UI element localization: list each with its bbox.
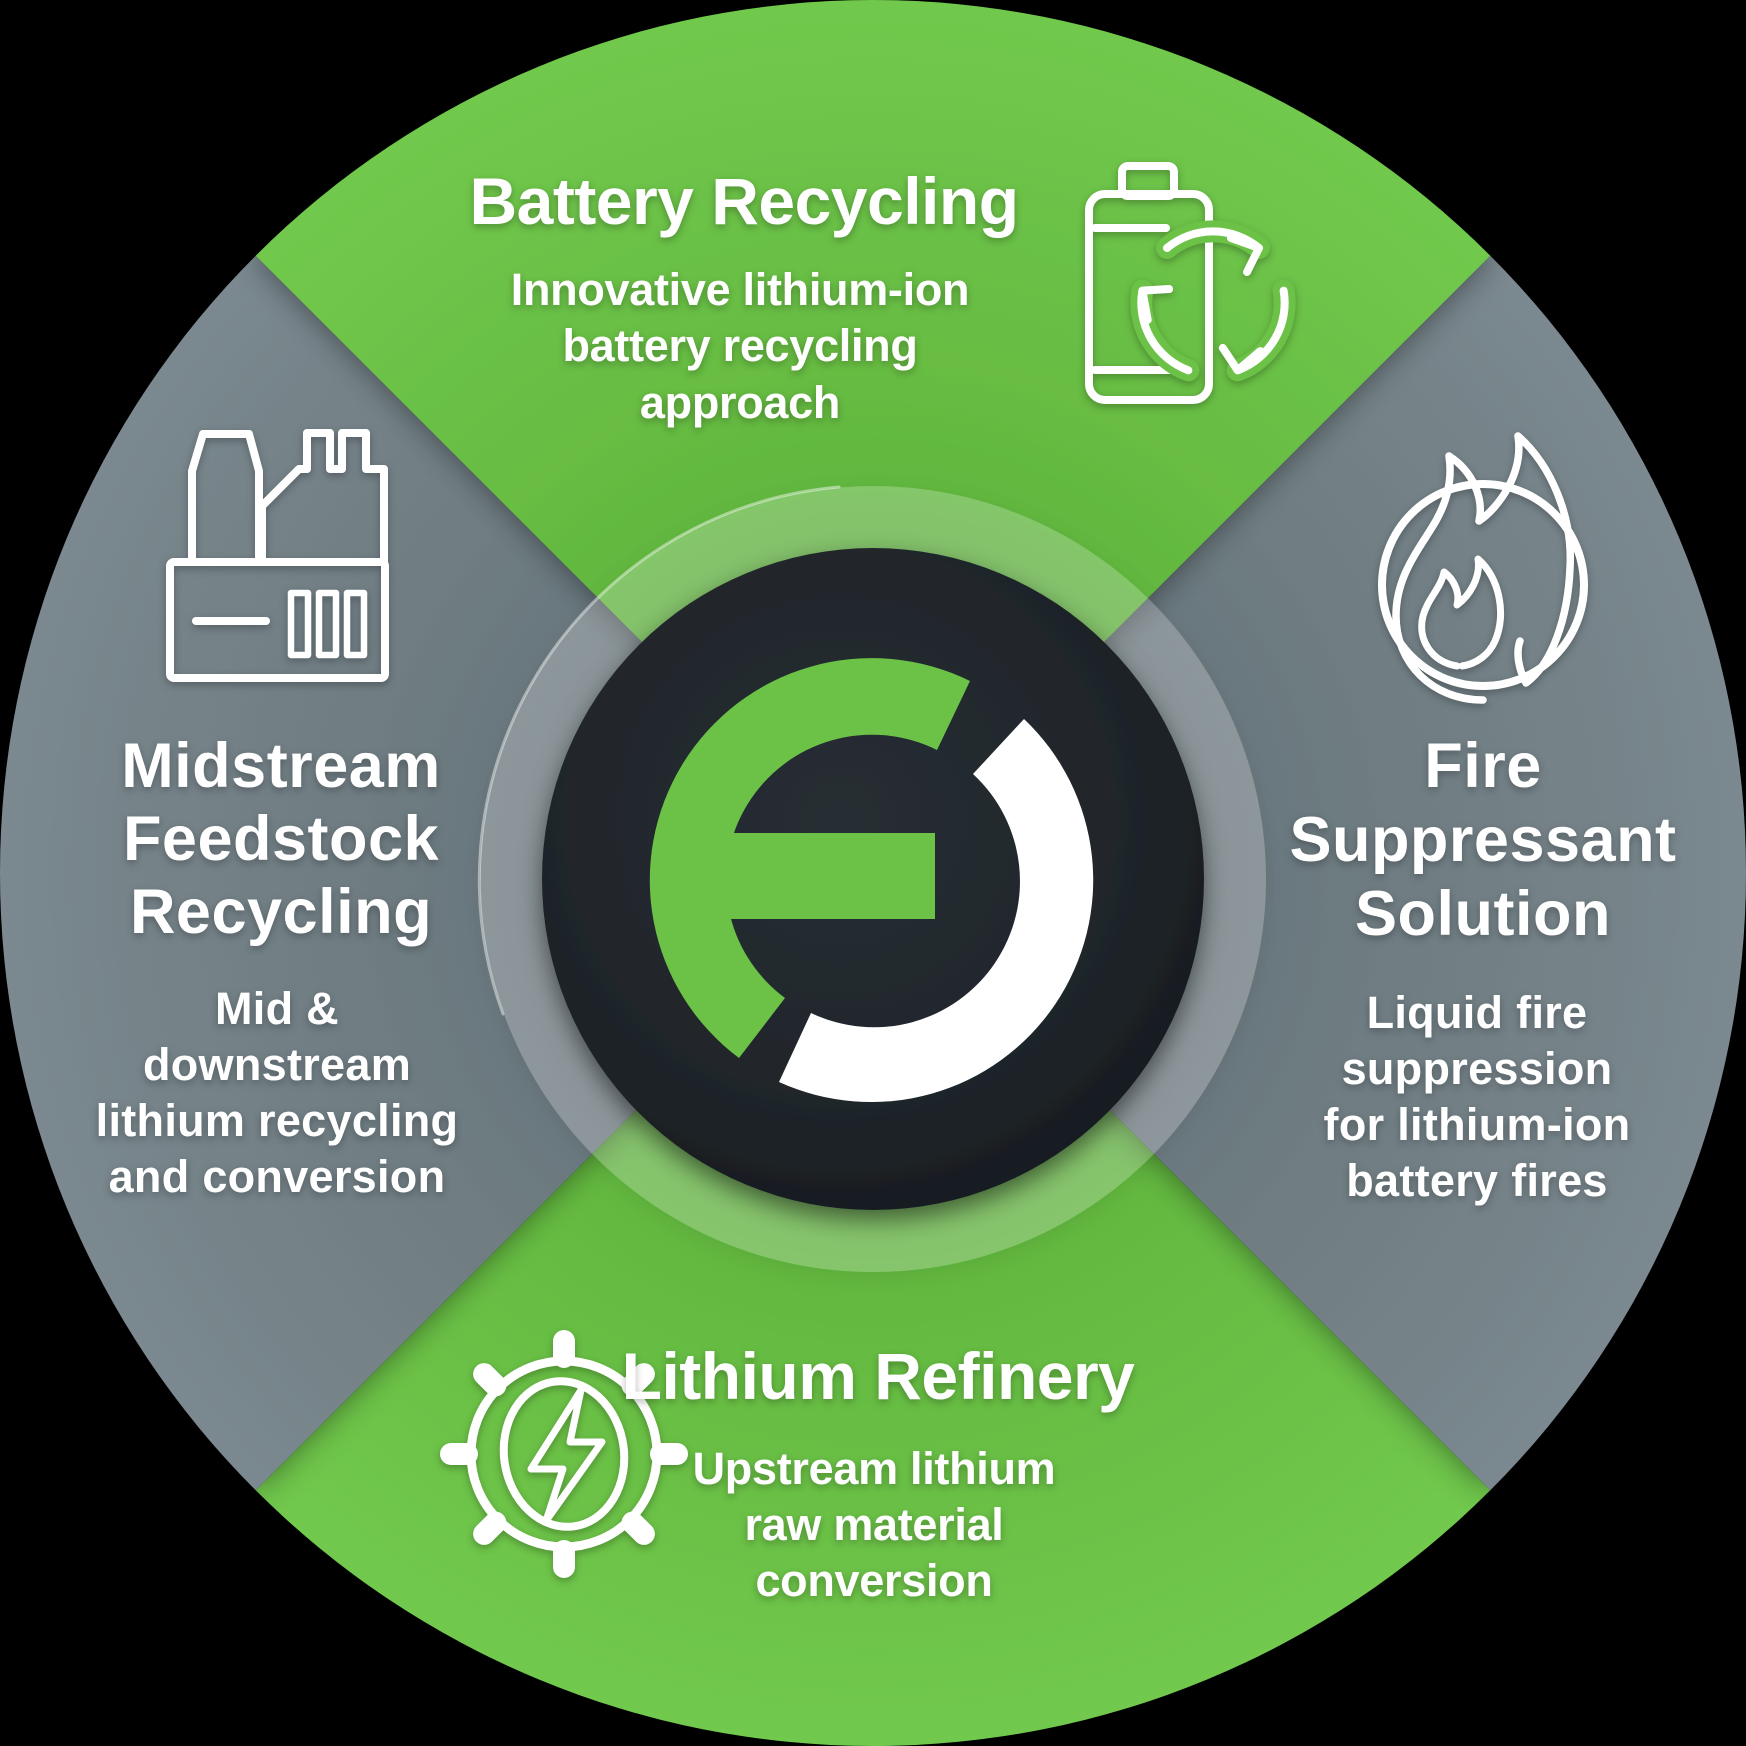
factory-window <box>287 589 312 659</box>
right-title-line: Fire <box>1424 731 1542 801</box>
right-desc-line: for lithium-ion <box>1324 1099 1631 1150</box>
left-desc-line: downstream <box>143 1039 411 1090</box>
left-title-line: Midstream <box>121 731 441 801</box>
left-title-line: Feedstock <box>123 804 440 874</box>
factory-window <box>315 589 340 659</box>
right-desc-line: Liquid fire <box>1367 987 1588 1038</box>
factory-building <box>258 429 388 566</box>
lightning-bolt <box>527 1386 606 1525</box>
factory-window <box>343 589 368 659</box>
factory-base <box>166 558 389 682</box>
circular-arrows-logo <box>649 658 1094 1103</box>
logo-green-arc <box>649 658 970 1058</box>
flame-inner <box>1418 555 1505 670</box>
gear-teeth <box>440 1330 688 1578</box>
flame-ring <box>1378 480 1588 690</box>
quadrant-top-sector <box>255 0 1491 873</box>
right-title-line: Solution <box>1355 879 1611 949</box>
top-title: Battery Recycling <box>469 164 1018 238</box>
recycle-arrows-icon <box>1130 220 1296 382</box>
gear-hub <box>499 1377 629 1531</box>
factory-icon <box>166 429 389 682</box>
battery-body <box>1085 190 1213 404</box>
top-desc-line: approach <box>640 377 840 428</box>
left-desc-line: Mid & <box>215 983 339 1034</box>
right-desc-line: suppression <box>1342 1043 1613 1094</box>
left-title-line: Recycling <box>130 877 432 947</box>
left-desc-line: lithium recycling <box>96 1095 459 1146</box>
logo-white-arc <box>779 719 1094 1103</box>
bottom-title: Lithium Refinery <box>622 1339 1136 1413</box>
glass-ring-highlight <box>477 485 841 1016</box>
battery-recycling-icon <box>1085 162 1296 404</box>
right-title-line: Suppressant <box>1289 805 1676 875</box>
factory-chimney <box>188 430 263 566</box>
left-desc-line: and conversion <box>109 1151 446 1202</box>
bottom-desc-line: Upstream lithium <box>693 1443 1056 1494</box>
bottom-desc-line: conversion <box>755 1555 992 1606</box>
logo-green-bar <box>663 833 935 919</box>
top-desc-line: battery recycling <box>562 320 917 371</box>
right-desc-line: battery fires <box>1346 1155 1608 1206</box>
gear-lightning-icon <box>440 1330 688 1578</box>
flame-outer <box>1392 432 1575 704</box>
top-desc-line: Innovative lithium-ion <box>511 264 969 315</box>
gear-body <box>466 1356 662 1552</box>
flame-circle-icon <box>1378 432 1588 704</box>
quadrant-right-sector <box>873 255 1746 1491</box>
bottom-desc-line: raw material <box>744 1499 1003 1550</box>
